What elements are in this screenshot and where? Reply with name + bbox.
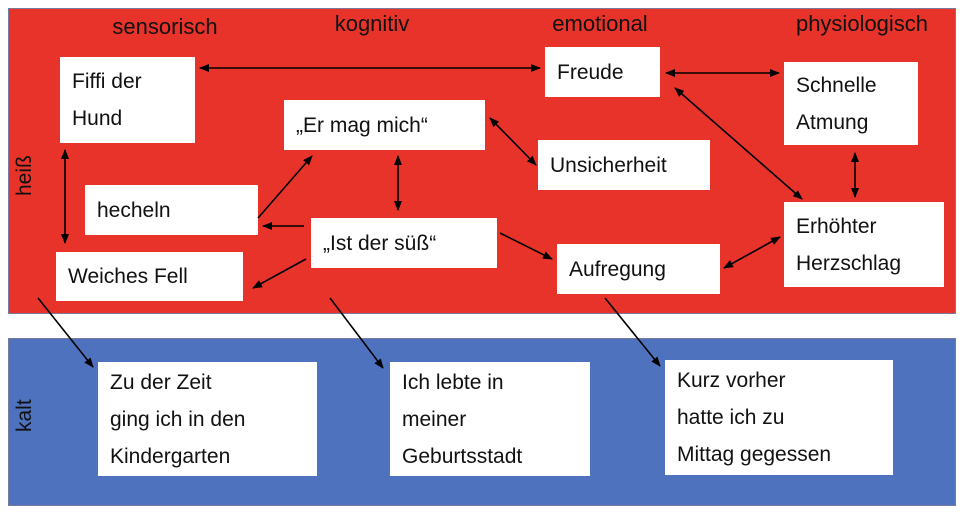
node-geburtsstadt: Ich lebte in meiner Geburtsstadt — [390, 362, 590, 476]
node-ist-der-suess: „Ist der süß“ — [311, 218, 497, 268]
node-freude: Freude — [545, 47, 660, 97]
arrow-suess-aufregung — [499, 232, 553, 260]
column-emotional: emotional — [552, 11, 648, 36]
node-weiches-fell: Weiches Fell — [56, 252, 243, 301]
arrow-hecheln-ermag — [257, 155, 313, 219]
arrow-to-kindergarten — [37, 297, 94, 368]
arrow-ermag-unsicherheit — [489, 117, 537, 166]
arrow-aufregung-herzschlag — [723, 236, 781, 269]
node-hecheln: hecheln — [85, 185, 258, 235]
node-er-mag-mich: „Er mag mich“ — [284, 100, 485, 150]
node-kindergarten: Zu der Zeit ging ich in den Kindergarten — [98, 362, 317, 476]
node-erhoehter-herzschlag: Erhöhter Herzschlag — [784, 202, 944, 287]
arrow-suess-fell — [252, 258, 307, 289]
node-aufregung: Aufregung — [557, 244, 720, 294]
node-schnelle-atmung: Schnelle Atmung — [784, 62, 918, 145]
arrow-to-mittag — [604, 297, 661, 367]
node-fiffi: Fiffi der Hund — [60, 57, 195, 143]
column-sensorisch: sensorisch — [112, 14, 218, 39]
arrow-freude-herzschlag — [674, 87, 803, 200]
column-kognitiv: kognitiv — [334, 11, 410, 36]
column-physiologisch: physiologisch — [795, 11, 929, 36]
node-mittag: Kurz vorher hatte ich zu Mittag gegessen — [665, 360, 893, 475]
arrow-to-geburtsstadt — [329, 297, 384, 369]
